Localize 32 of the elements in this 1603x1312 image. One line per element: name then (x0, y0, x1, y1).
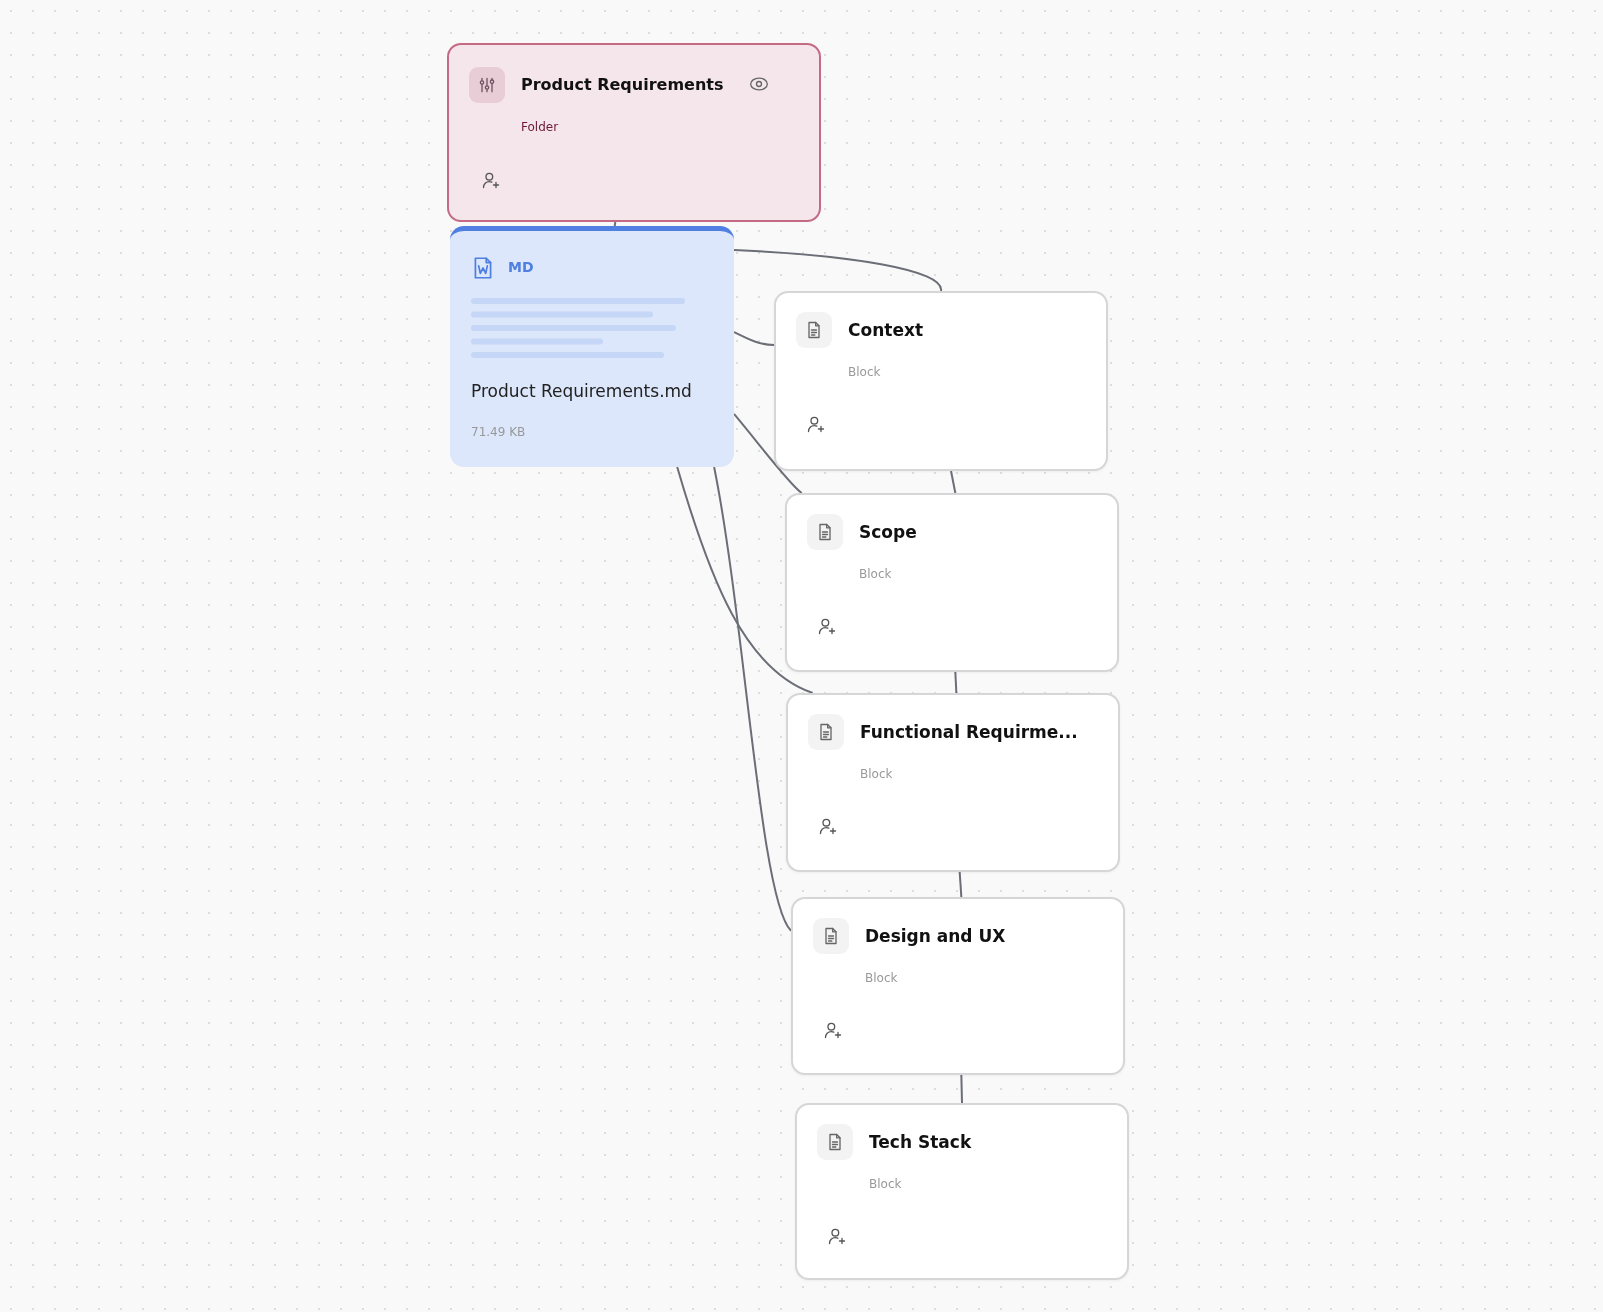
connector-line (613, 221, 617, 227)
file-card (450, 226, 734, 467)
connector-line (676, 466, 814, 694)
file-name: Product Requirements.md (471, 381, 692, 401)
file-type: MD (508, 259, 534, 275)
card-subtitle: Block (865, 971, 898, 985)
connector-line (733, 331, 775, 346)
connector-line (958, 871, 963, 898)
card-title: Functional Requirme... (860, 722, 1078, 742)
connector-line (733, 413, 803, 494)
card-subtitle: Block (859, 567, 892, 581)
card-title: Scope (859, 522, 917, 542)
file-size: 71.49 KB (471, 425, 526, 439)
block-card (774, 291, 1108, 471)
block-card (786, 693, 1120, 872)
block-card (791, 897, 1125, 1075)
connector-line (960, 1074, 963, 1104)
block-card (795, 1103, 1129, 1280)
card-title: Product Requirements (521, 75, 724, 94)
connector-line (713, 466, 792, 932)
card-subtitle: Folder (521, 120, 559, 134)
connector-line (733, 249, 942, 292)
card-title: Design and UX (865, 926, 1006, 946)
folder-card (447, 43, 821, 222)
card-title: Tech Stack (869, 1132, 972, 1152)
connector-line (954, 671, 958, 694)
card-subtitle: Block (848, 365, 881, 379)
block-card (785, 493, 1119, 672)
card-title: Context (848, 320, 923, 340)
card-subtitle: Block (860, 767, 893, 781)
card-subtitle: Block (869, 1177, 902, 1191)
connector-line (950, 470, 957, 494)
